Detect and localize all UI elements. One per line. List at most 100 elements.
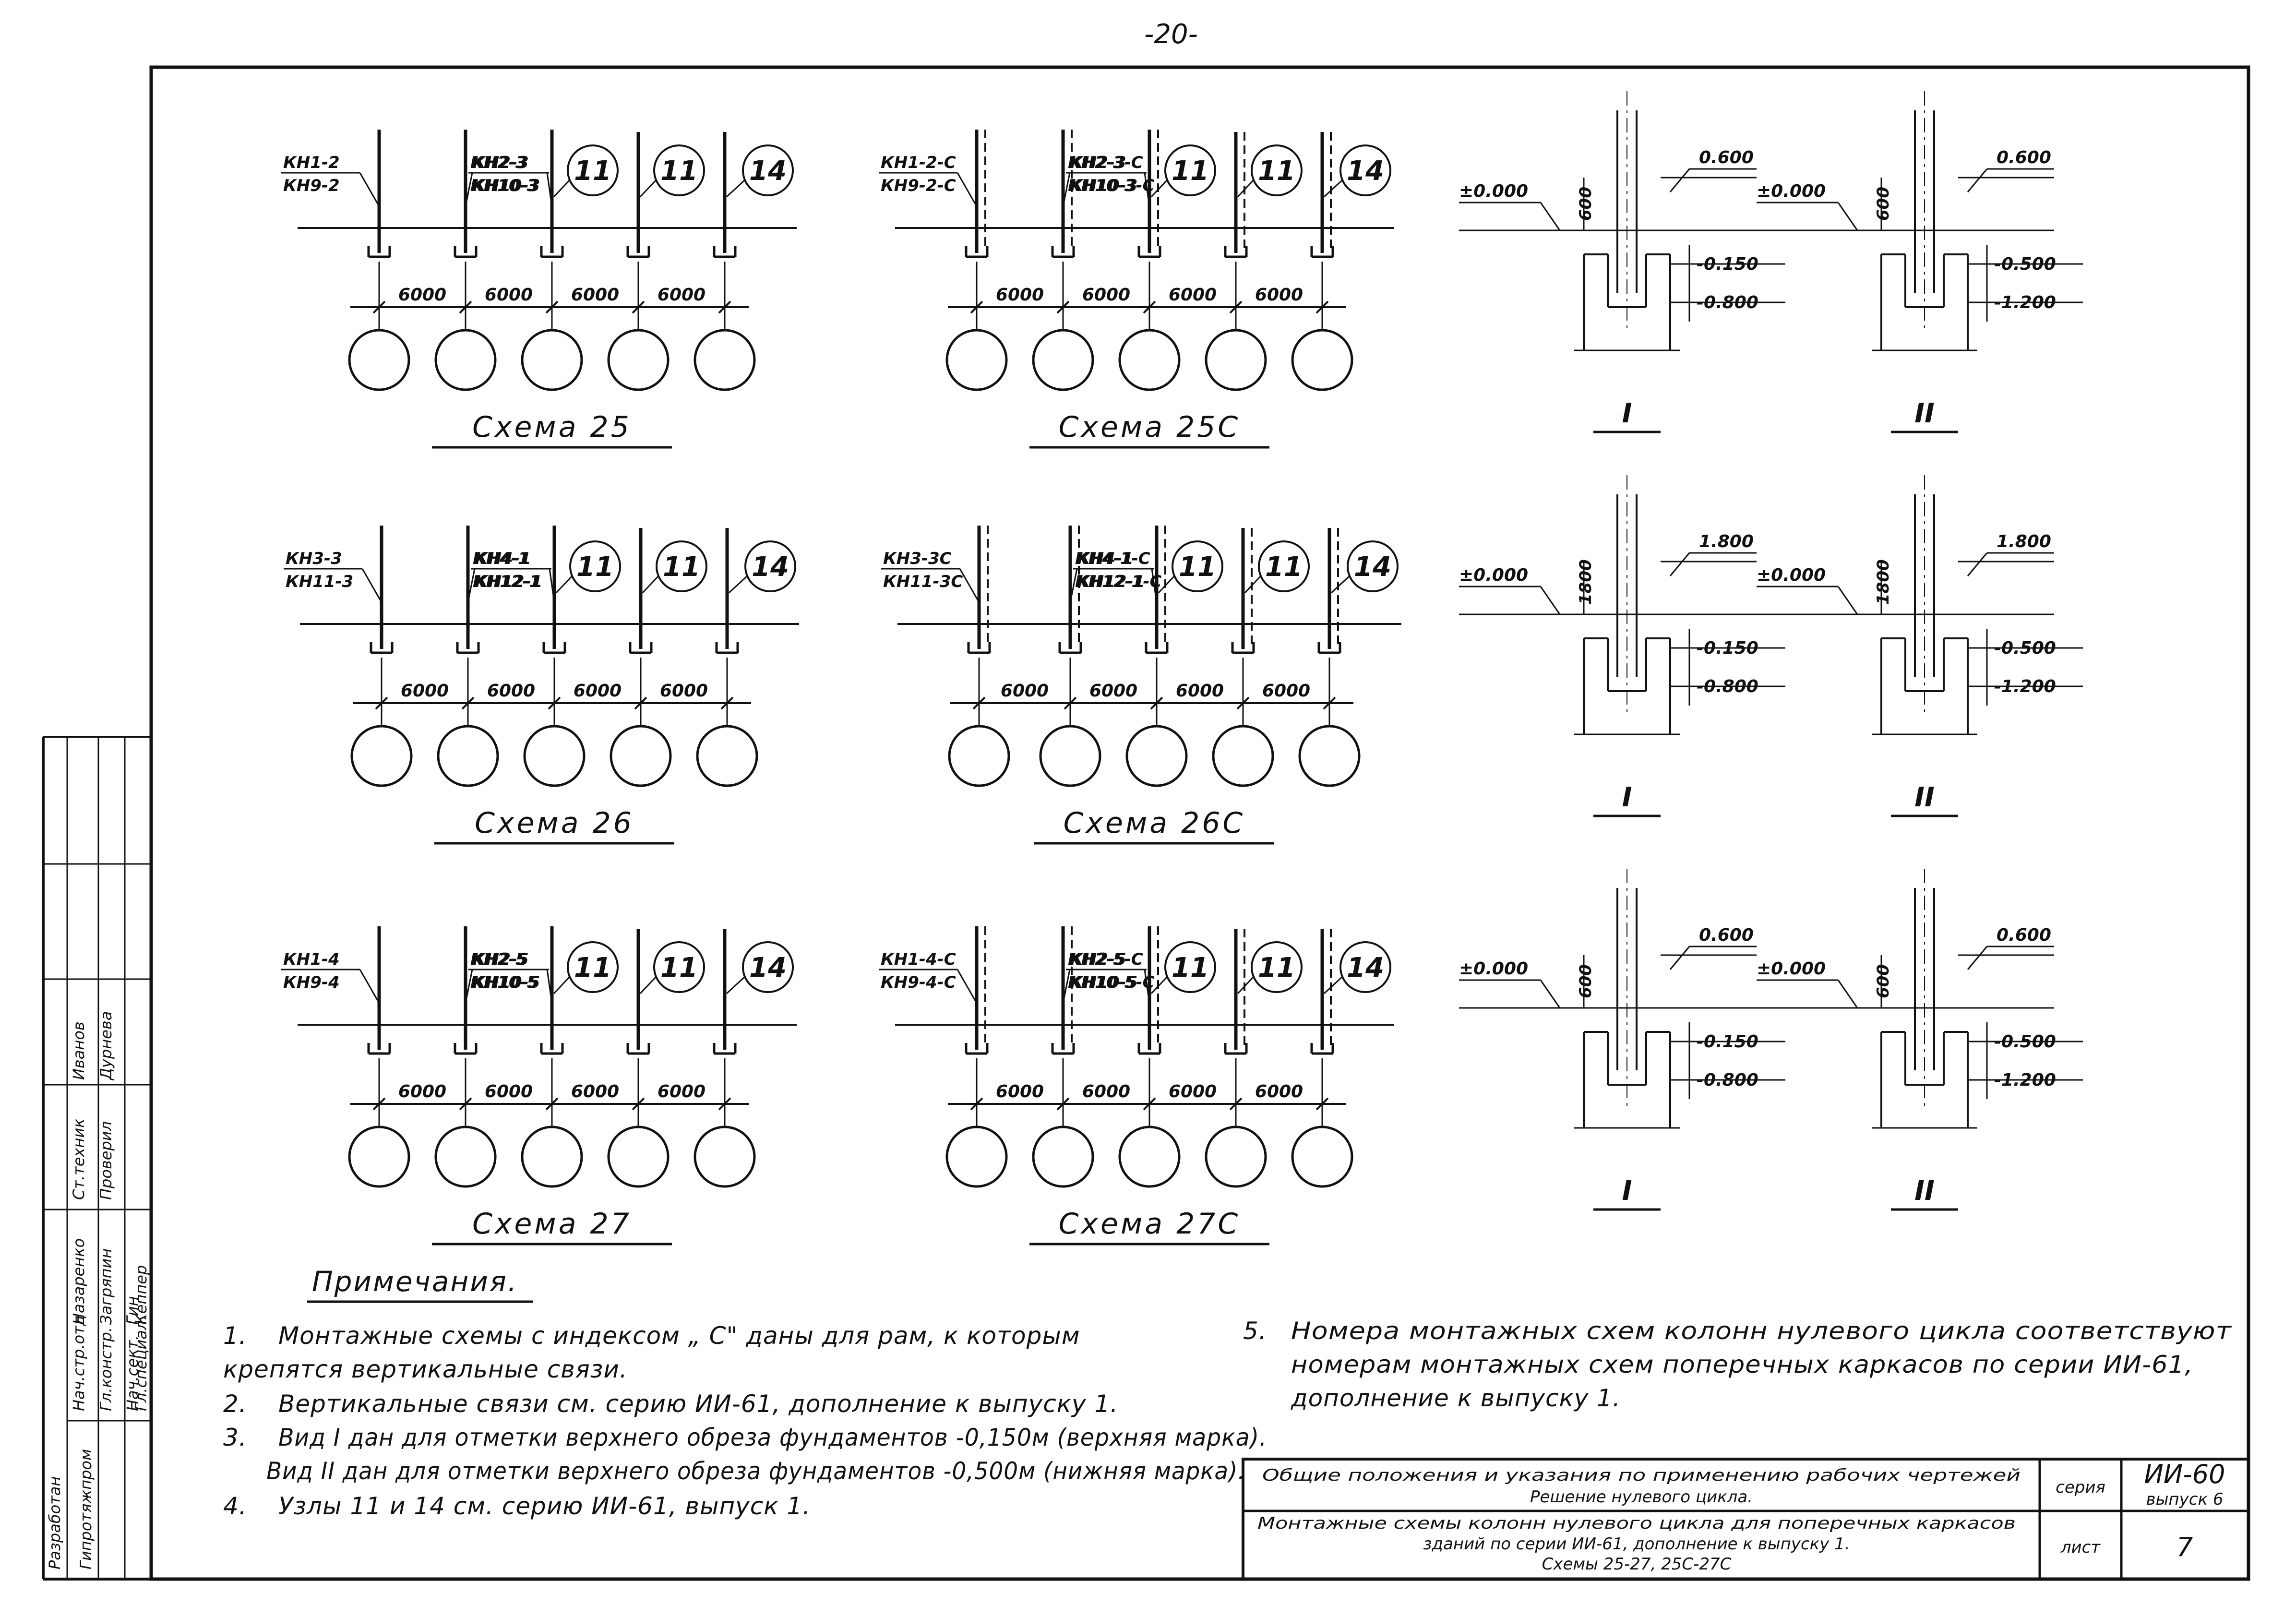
scheme-title: Схема 25С <box>1059 410 1241 444</box>
note-2-num: 2. <box>223 1390 247 1418</box>
node-callout <box>744 540 796 592</box>
embed-value: 1800 <box>1576 559 1595 605</box>
embed-value: 600 <box>1874 964 1893 998</box>
mark-leader <box>546 172 553 207</box>
view-label: II <box>1914 1175 1935 1207</box>
issue-value: выпуск 6 <box>2146 1490 2224 1509</box>
node-callout <box>567 144 619 196</box>
node-leader <box>1237 179 1255 198</box>
elevation-arrow <box>1540 586 1561 615</box>
mark-leader <box>1144 172 1150 207</box>
mark-leader <box>957 172 978 207</box>
node-number: 11 <box>574 156 611 187</box>
mark-leader <box>959 568 980 603</box>
stamp-name: Дурнева <box>97 1011 115 1081</box>
elevation-arrow <box>1669 946 1690 970</box>
span-dimension: 6000 <box>487 681 535 701</box>
node-number: 14 <box>752 551 789 583</box>
view-label: I <box>1622 398 1632 429</box>
title-line-4: зданий по серии ИИ-61, дополнение к выпу… <box>1423 1534 1850 1554</box>
drawing-frame <box>149 65 2250 1581</box>
node-leader <box>726 179 746 198</box>
sheet-label: лист <box>2060 1538 2101 1557</box>
notes: Примечания. 1. Монтажные схемы с индексо… <box>223 1265 2232 1520</box>
column-mark-bottom: КН9-4 <box>283 973 340 992</box>
axis-circle <box>434 329 497 391</box>
page-number: -20- <box>1144 19 1198 50</box>
stamp-name: Кеппер <box>132 1265 150 1325</box>
node-number: 14 <box>749 952 787 983</box>
node-number: 11 <box>1179 551 1216 583</box>
node-callout <box>1164 941 1216 993</box>
note-2-text: Вертикальные связи см. серию ИИ-61, допо… <box>278 1390 1118 1418</box>
column-mark-top: КН2-5-С <box>1068 950 1143 969</box>
column-mark-bottom: КН10-3 <box>470 176 538 195</box>
node-number: 14 <box>1347 952 1384 983</box>
node-number: 11 <box>576 551 614 583</box>
elevation-1: -0.150 <box>1697 254 1758 274</box>
mark-leader <box>359 969 380 1004</box>
node-callout <box>569 540 621 592</box>
zero-elevation: ±0.000 <box>1459 959 1528 979</box>
note-3-text-cont: Вид II дан для отметки верхнего обреза ф… <box>266 1457 1245 1485</box>
title-line-1: Общие положения и указания по применению… <box>1262 1466 2021 1485</box>
node-leader <box>1323 976 1343 994</box>
column-mark-bottom: КН12-1 <box>1077 572 1145 591</box>
node-callout <box>653 144 705 196</box>
span-dimension: 6000 <box>485 285 533 305</box>
node-number: 14 <box>749 156 787 187</box>
column-mark-bottom: КН10-5 <box>470 973 538 992</box>
node-leader <box>1237 976 1255 994</box>
mark-leader <box>549 568 555 603</box>
node-callout <box>1251 144 1303 196</box>
elevation-arrow <box>1967 552 1988 576</box>
span-dimension: 6000 <box>1082 1082 1130 1102</box>
top-elevation: 1.800 <box>1699 532 1754 551</box>
node-leader <box>1150 179 1168 198</box>
node-callout <box>567 941 619 993</box>
title-line-5: Схемы 25-27, 25С-27С <box>1542 1555 1732 1574</box>
column-mark-top: КН2-3 <box>1070 153 1126 172</box>
note-1-num: 1. <box>223 1322 247 1350</box>
stamp-name: Загряпин <box>97 1248 115 1325</box>
node-leader <box>555 575 573 594</box>
series-value: ИИ-60 <box>2144 1459 2225 1489</box>
axis-circle <box>696 725 758 787</box>
node-number: 11 <box>574 952 611 983</box>
node-leader <box>642 575 659 594</box>
title-line-2: Решение нулевого цикла. <box>1530 1487 1753 1507</box>
mark-leader <box>957 969 978 1004</box>
note-4-num: 4. <box>223 1492 247 1520</box>
axis-circle <box>1205 329 1267 391</box>
stamp-role: Нач.сект. <box>123 1335 142 1411</box>
top-elevation: 1.800 <box>1997 532 2051 551</box>
column-mark-top: КН2-3 <box>470 153 527 172</box>
top-elevation: 0.600 <box>1699 148 1754 168</box>
mark-leader <box>1144 969 1150 1004</box>
column-mark-bottom: КН9-2-С <box>881 176 956 195</box>
axis-circle <box>607 329 670 391</box>
top-elevation: 0.600 <box>1997 925 2051 945</box>
note-5-line-1: Номера монтажных схем колонн нулевого ци… <box>1291 1317 2232 1345</box>
node-number: 11 <box>1172 156 1209 187</box>
note-5-line-3: дополнение к выпуску 1. <box>1291 1384 1621 1412</box>
note-4-text: Узлы 11 и 14 см. серию ИИ-61, выпуск 1. <box>278 1492 811 1520</box>
title-block-frame <box>1242 1458 2250 1581</box>
span-dimension: 6000 <box>1082 285 1130 305</box>
stamp-role: Ст.техник <box>70 1118 88 1200</box>
mark-leader <box>1069 568 1078 603</box>
elevation-2: -0.800 <box>1697 1070 1758 1090</box>
column-mark-top: КН3-3С <box>883 549 952 568</box>
note-5-line-2: номерам монтажных схем поперечных каркас… <box>1291 1351 2193 1378</box>
zero-elevation: ±0.000 <box>1459 181 1528 201</box>
node-callout <box>1339 144 1391 196</box>
node-callout <box>1164 144 1216 196</box>
node-number: 11 <box>663 551 700 583</box>
node-leader <box>728 575 748 594</box>
